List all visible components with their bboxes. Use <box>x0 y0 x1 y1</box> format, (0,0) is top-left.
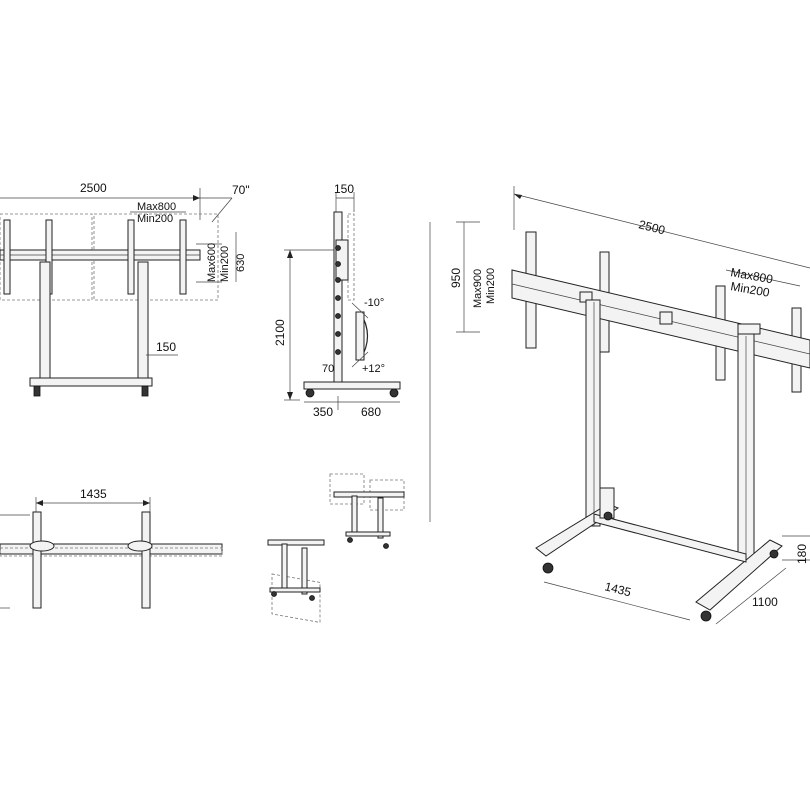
iso-width: 2500 <box>637 217 667 237</box>
iso-base-depth: 1100 <box>752 595 778 609</box>
front-column-left <box>39 261 51 383</box>
front-max-spacing: Max800 <box>137 201 176 213</box>
top-view: 1435 <box>0 487 223 609</box>
side-angle: 70 <box>322 363 334 375</box>
side-bolts <box>335 245 341 355</box>
iso-base-width: 1435 <box>603 579 633 599</box>
side-base-front: 350 <box>313 405 333 419</box>
front-width-label: 2500 <box>80 181 107 195</box>
front-min-spacing: Min200 <box>137 213 173 225</box>
front-vertical-max: Max600 <box>206 243 218 282</box>
front-vertical-min: Min200 <box>219 246 231 282</box>
front-column-width: 150 <box>156 340 176 354</box>
tilt-up-label: -10° <box>364 297 384 309</box>
front-view: 2500 70" Max800 Min200 Max600 Min200 630 <box>0 181 250 397</box>
side-top-depth: 150 <box>334 182 354 196</box>
side-base-back: 680 <box>361 405 381 419</box>
iso-vertical-min: Min200 <box>485 268 497 304</box>
front-brackets <box>3 219 187 295</box>
side-view: 150 2100 -10° +12° 70 <box>273 182 401 419</box>
thumbnail-stand-large <box>329 473 405 549</box>
front-column-right <box>137 261 149 383</box>
iso-column-left <box>585 299 601 527</box>
screen-size-label: 70" <box>232 183 250 197</box>
iso-view: 2500 950 Max900 Min200 Max800 Min200 <box>449 186 810 625</box>
tilt-down-label: +12° <box>362 363 385 375</box>
top-column-spacing: 1435 <box>80 487 107 501</box>
iso-height-label: 950 <box>449 268 463 288</box>
front-bracket-height: 630 <box>235 254 247 272</box>
side-height: 2100 <box>273 319 287 346</box>
front-base <box>29 377 153 387</box>
side-base <box>303 381 401 390</box>
front-width-dimension: 2500 <box>0 181 201 220</box>
thumbnail-stand-small <box>267 539 325 623</box>
iso-vertical-max: Max900 <box>472 269 484 308</box>
iso-base-height: 180 <box>795 544 809 564</box>
iso-horizontal-min: Min200 <box>729 279 771 300</box>
